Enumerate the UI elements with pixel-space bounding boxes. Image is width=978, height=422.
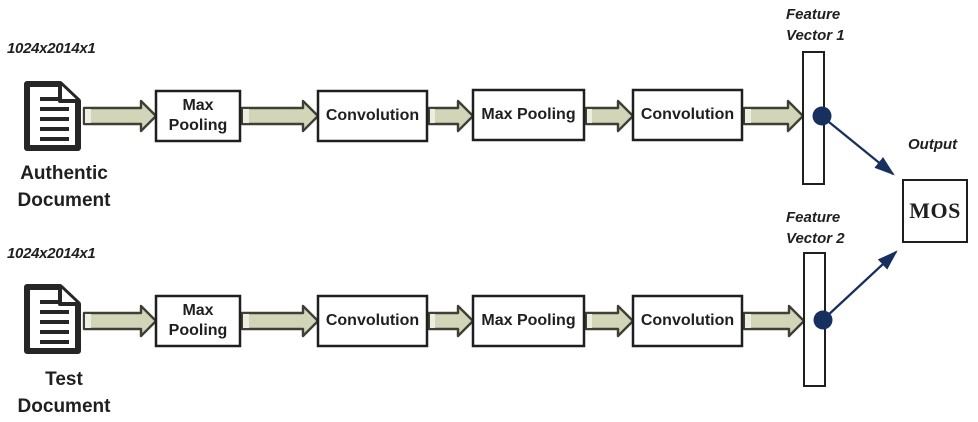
stage-label-conv-1-top: Convolution xyxy=(325,107,420,124)
flow-arrows-top xyxy=(82,99,805,133)
flow-arrow xyxy=(240,304,320,338)
stage-box xyxy=(471,294,586,348)
mos-box xyxy=(902,179,968,243)
flow-arrows-bottom xyxy=(82,304,806,338)
authentic-document-label: Authentic Document xyxy=(8,160,120,214)
feature-vector-1-label-line2: Vector 1 xyxy=(786,27,845,44)
output-connector xyxy=(823,117,895,176)
test-document-label-line2: Document xyxy=(17,396,111,417)
flow-arrow xyxy=(742,99,805,133)
flow-arrow xyxy=(584,304,635,338)
test-document-label-line1: Test xyxy=(45,369,83,390)
test-document-label: Test Document xyxy=(8,366,120,420)
output-label: Output xyxy=(908,136,958,153)
stage-box xyxy=(631,88,744,142)
stage-box xyxy=(316,89,429,143)
flow-arrow xyxy=(427,304,475,338)
stage-box xyxy=(154,89,242,143)
stage-label-conv-2-bottom: Convolution xyxy=(640,312,735,329)
junction-dot xyxy=(812,106,832,126)
stage-label-maxpool-1-bottom: Max Pooling xyxy=(168,302,228,339)
stage-label-maxpool-2-top: Max Pooling xyxy=(481,106,576,123)
junction-dot xyxy=(813,310,833,330)
flow-arrow xyxy=(82,304,158,338)
stage-box xyxy=(471,88,586,142)
input-dimensions-bottom: 1024x2014x1 xyxy=(7,245,96,262)
stage-box xyxy=(631,294,744,348)
feature-vector-2-label: Feature Vector 2 xyxy=(786,207,845,249)
authentic-document-label-line1: Authentic xyxy=(20,163,108,184)
authentic-document-label-line2: Document xyxy=(17,190,111,211)
input-dimensions-top: 1024x2014x1 xyxy=(7,40,96,57)
flow-arrow xyxy=(742,304,806,338)
stage-label-maxpool-2-bottom: Max Pooling xyxy=(481,312,576,329)
stage-label-maxpool-1-top: Max Pooling xyxy=(168,97,228,134)
feature-vector-2-label-line1: Feature xyxy=(786,209,841,226)
authentic-document-icon xyxy=(24,81,81,151)
flow-arrow xyxy=(427,99,475,133)
feature-vector-1-label: Feature Vector 1 xyxy=(786,4,845,46)
feature-vector-2-label-line2: Vector 2 xyxy=(786,230,845,247)
test-document-icon xyxy=(24,284,81,354)
feature-vector-1-label-line1: Feature xyxy=(786,6,841,23)
flow-arrow xyxy=(584,99,635,133)
stage-box xyxy=(154,294,242,348)
flow-arrow xyxy=(82,99,158,133)
mos-box-label: MOS xyxy=(909,198,961,223)
stage-box xyxy=(316,294,429,348)
output-connector xyxy=(825,250,898,318)
stage-label-conv-1-bottom: Convolution xyxy=(325,312,420,329)
stage-label-conv-2-top: Convolution xyxy=(640,106,735,123)
flow-arrow xyxy=(240,99,320,133)
